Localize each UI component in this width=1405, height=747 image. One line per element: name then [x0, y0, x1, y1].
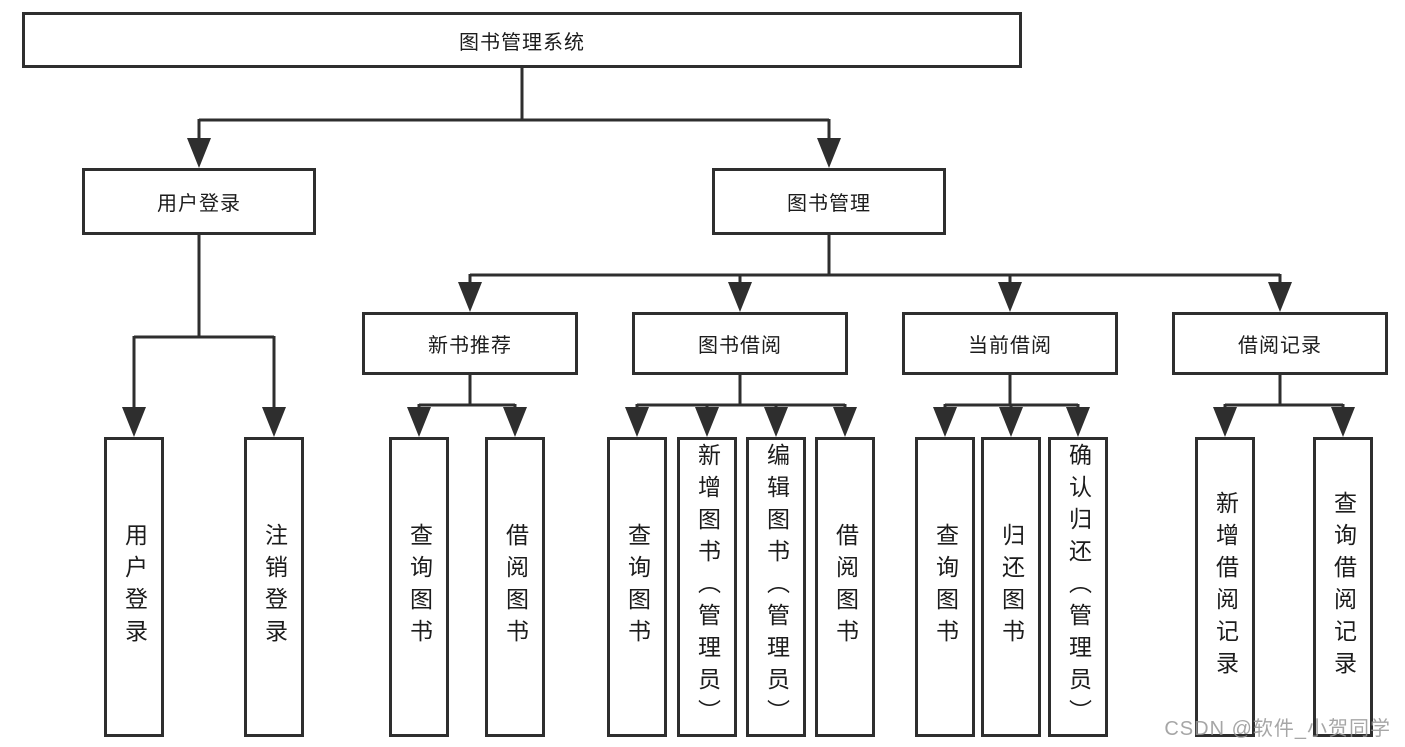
node-leaf-cb-query-book-label: 查询图书 — [932, 523, 959, 651]
node-book-borrow: 图书借阅 — [632, 312, 848, 375]
node-current-borrow: 当前借阅 — [902, 312, 1118, 375]
node-borrow-records-label: 借阅记录 — [1238, 335, 1322, 357]
node-leaf-cb-confirm-return: 确认归还（管理员） — [1048, 437, 1108, 737]
node-leaf-cb-query-book: 查询图书 — [915, 437, 975, 737]
node-leaf-br-query-record: 查询借阅记录 — [1313, 437, 1373, 737]
node-borrow-records: 借阅记录 — [1172, 312, 1388, 375]
node-current-borrow-label: 当前借阅 — [968, 335, 1052, 357]
node-user-login-label: 用户登录 — [157, 193, 241, 215]
watermark: CSDN @软件_小贺同学 — [1164, 718, 1391, 740]
node-root-label: 图书管理系统 — [459, 31, 585, 54]
node-leaf-bb-add-book: 新增图书（管理员） — [677, 437, 737, 737]
node-leaf-br-add-record: 新增借阅记录 — [1195, 437, 1255, 737]
node-user-login: 用户登录 — [82, 168, 316, 235]
node-leaf-bb-query-book-label: 查询图书 — [624, 523, 651, 651]
node-leaf-nbr-borrow-book: 借阅图书 — [485, 437, 545, 737]
node-leaf-bb-borrow-book-label: 借阅图书 — [832, 523, 859, 651]
node-leaf-bb-edit-book-label: 编辑图书（管理员） — [763, 443, 790, 731]
node-book-management: 图书管理 — [712, 168, 946, 235]
node-leaf-bb-query-book: 查询图书 — [607, 437, 667, 737]
node-book-management-label: 图书管理 — [787, 193, 871, 215]
node-leaf-user-login: 用户登录 — [104, 437, 164, 737]
node-leaf-user-login-label: 用户登录 — [121, 523, 148, 651]
node-leaf-br-query-record-label: 查询借阅记录 — [1330, 491, 1357, 683]
node-root: 图书管理系统 — [22, 12, 1022, 68]
node-leaf-cb-return-book-label: 归还图书 — [998, 523, 1025, 651]
node-leaf-cb-return-book: 归还图书 — [981, 437, 1041, 737]
node-leaf-br-add-record-label: 新增借阅记录 — [1212, 491, 1239, 683]
node-leaf-logout-label: 注销登录 — [261, 523, 288, 651]
node-book-borrow-label: 图书借阅 — [698, 335, 782, 357]
node-leaf-nbr-query-book-label: 查询图书 — [406, 523, 433, 651]
node-new-book-recommend: 新书推荐 — [362, 312, 578, 375]
node-leaf-cb-confirm-return-label: 确认归还（管理员） — [1065, 443, 1092, 731]
node-leaf-bb-add-book-label: 新增图书（管理员） — [694, 443, 721, 731]
node-leaf-logout: 注销登录 — [244, 437, 304, 737]
node-leaf-bb-edit-book: 编辑图书（管理员） — [746, 437, 806, 737]
node-leaf-bb-borrow-book: 借阅图书 — [815, 437, 875, 737]
node-leaf-nbr-borrow-book-label: 借阅图书 — [502, 523, 529, 651]
node-new-book-recommend-label: 新书推荐 — [428, 335, 512, 357]
node-leaf-nbr-query-book: 查询图书 — [389, 437, 449, 737]
